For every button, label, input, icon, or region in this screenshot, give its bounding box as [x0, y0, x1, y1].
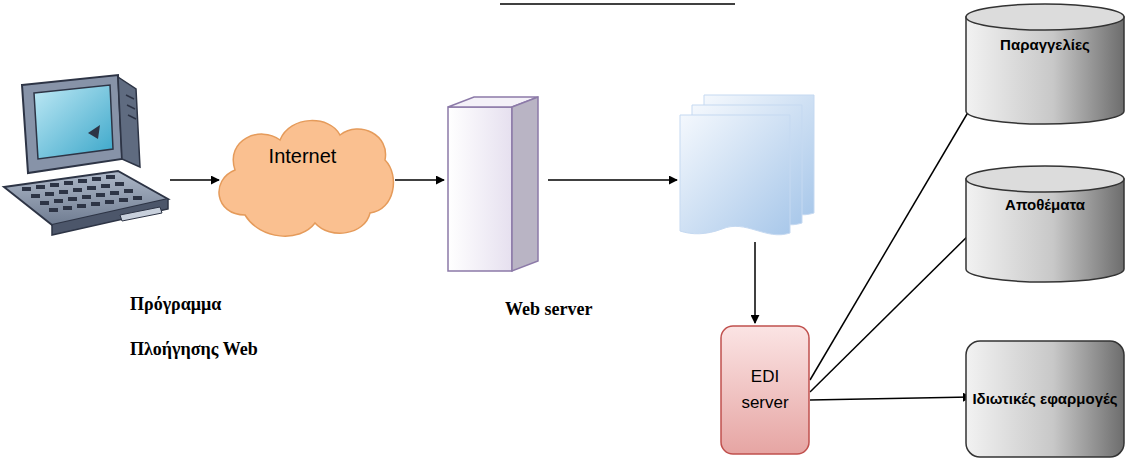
rbox-node: Ιδιωτικές εφαρμογές [965, 340, 1125, 458]
cyl-shape [965, 165, 1125, 283]
cyl-shape [965, 3, 1125, 125]
node-caption: Web server [505, 287, 655, 332]
computer-node: Πρόγραμμα Πλοήγησης Web [0, 75, 170, 240]
computer-shape [0, 75, 170, 240]
document-stack [680, 95, 814, 235]
flow-arrow [548, 179, 677, 181]
node-label: Παραγγελίες [971, 35, 1119, 55]
node-label: Internet [205, 145, 400, 168]
node-label: Ιδιωτικές εφαρμογές [971, 389, 1119, 409]
cyl-node: Αποθέματα [965, 165, 1125, 283]
tower-node: Web server [440, 95, 545, 275]
node-label: Αποθέματα [971, 195, 1119, 215]
title-underline [500, 3, 735, 5]
cloud-shape [205, 105, 400, 245]
edi-shape [720, 325, 810, 455]
flow-arrow [810, 225, 979, 392]
cyl-node: Παραγγελίες [965, 3, 1125, 125]
node-caption: Πρόγραμμα Πλοήγησης Web [130, 282, 305, 372]
cloud-node: Internet [205, 105, 400, 245]
flow-arrow [754, 242, 756, 323]
flow-arrow [170, 179, 219, 181]
flow-arrow [810, 397, 971, 400]
tower-shape [440, 95, 545, 275]
edi-node: EDI server [720, 325, 810, 455]
flow-arrow [395, 179, 444, 181]
node-label: EDI server [734, 364, 796, 416]
